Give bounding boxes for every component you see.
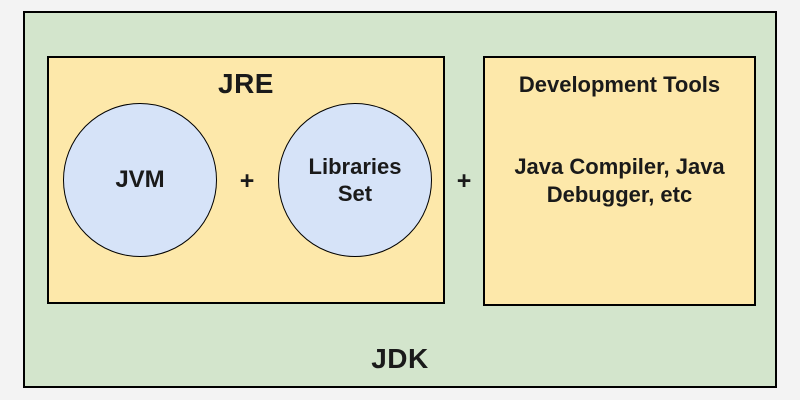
libraries-label-line1: Libraries <box>308 154 402 179</box>
jdk-label: JDK <box>371 343 429 374</box>
jre-title: JRE <box>218 68 274 99</box>
development-tools-body-line1: Java Compiler, Java <box>514 154 725 179</box>
development-tools-body-line2: Debugger, etc <box>546 182 693 207</box>
jre-box: JRE JVM + Libraries Set <box>47 56 445 304</box>
jvm-label: JVM <box>115 166 165 193</box>
development-tools-body: Java Compiler, Java Debugger, etc <box>485 153 754 209</box>
development-tools-title: Development Tools <box>518 72 721 97</box>
jvm-circle: JVM <box>63 103 217 257</box>
jdk-container-box: JRE JVM + Libraries Set + Development To… <box>23 11 777 388</box>
development-tools-box: Development Tools Java Compiler, Java De… <box>483 56 756 306</box>
plus-sign-jre-devtools: + <box>456 167 472 195</box>
plus-sign-jvm-libraries: + <box>239 167 255 195</box>
libraries-set-circle: Libraries Set <box>278 103 432 257</box>
libraries-label-line2: Set <box>337 181 373 206</box>
